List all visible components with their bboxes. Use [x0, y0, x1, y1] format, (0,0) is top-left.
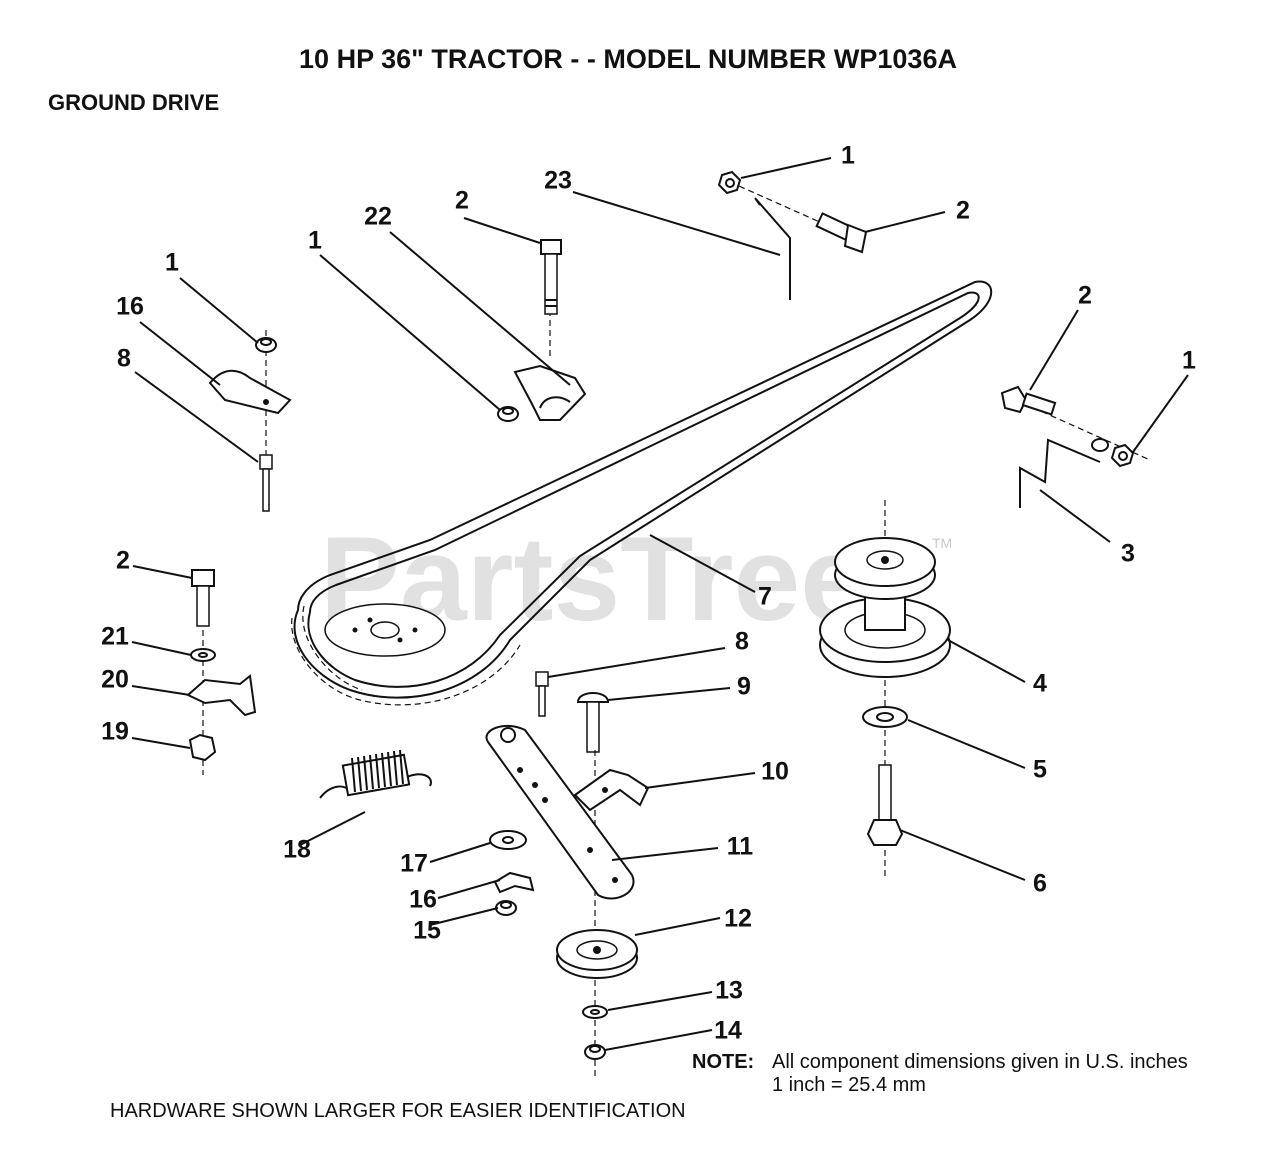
callout-2-right: 2	[1078, 282, 1092, 310]
callout-19: 19	[101, 718, 129, 746]
bracket-part-20	[186, 569, 257, 775]
page-title: 10 HP 36" TRACTOR - - MODEL NUMBER WP103…	[299, 44, 957, 74]
engine-pulley	[324, 603, 446, 657]
washer-part-21	[190, 648, 216, 662]
bolt-part-2-middle	[540, 239, 562, 315]
rod-part-23	[717, 170, 868, 300]
callout-1-top: 1	[841, 142, 855, 170]
double-pulley-part-4	[819, 500, 951, 880]
callout-2-upper-middle: 2	[455, 187, 469, 215]
callout-16-upper: 16	[116, 293, 144, 321]
callout-8-upper: 8	[117, 345, 131, 373]
callout-8-middle: 8	[735, 628, 749, 656]
nut-part-1-left	[255, 337, 277, 353]
callout-11: 11	[727, 833, 754, 861]
callout-15: 15	[413, 917, 441, 945]
clip-part-16-lower	[493, 871, 535, 894]
washer-part-5	[862, 706, 908, 728]
callout-22: 22	[364, 203, 392, 231]
nut-part-1-top	[717, 170, 742, 195]
callout-23: 23	[544, 167, 572, 195]
rod-part-3	[1000, 385, 1151, 508]
watermark-trademark: TM	[932, 535, 952, 551]
carriage-bolt-part-9	[576, 692, 610, 753]
bracket-part-10	[573, 768, 650, 812]
callouts: 1 2 23 2 22 1 1 16 8 2 1 3 7 4 2 21 20 1…	[101, 142, 1196, 1045]
section-title: GROUND DRIVE	[48, 90, 219, 115]
nut-part-15	[495, 900, 517, 916]
idler-arm-part-11	[485, 724, 635, 900]
callout-7: 7	[758, 583, 772, 611]
callout-18: 18	[283, 836, 311, 864]
bolt-part-2-lower-left	[191, 569, 215, 627]
spring-part-18	[319, 749, 432, 799]
callout-2-lower-left: 2	[116, 547, 130, 575]
bolt-part-8-middle	[535, 671, 549, 717]
callout-16-lower: 16	[409, 886, 437, 914]
bolt-part-2-right	[1000, 385, 1057, 416]
callout-1-upper-left: 1	[165, 249, 179, 277]
note-conversion: 1 inch = 25.4 mm	[772, 1074, 926, 1096]
footer-hardware-note: HARDWARE SHOWN LARGER FOR EASIER IDENTIF…	[110, 1100, 686, 1122]
callout-12: 12	[724, 905, 752, 933]
bolt-part-2-top	[815, 212, 868, 254]
bracket-part-22	[497, 239, 587, 422]
callout-20: 20	[101, 666, 129, 694]
callout-14: 14	[714, 1017, 742, 1045]
idler-pulley-part-12	[556, 929, 638, 979]
callout-1-right: 1	[1182, 347, 1196, 375]
bolt-part-6	[866, 764, 904, 846]
callout-9: 9	[737, 673, 751, 701]
callout-21: 21	[101, 623, 129, 651]
callout-1-upper-middle: 1	[308, 227, 322, 255]
bolt-part-8-left	[259, 454, 273, 512]
callout-5: 5	[1033, 756, 1047, 784]
leader-lines	[131, 157, 1189, 1051]
washer-part-13	[582, 1005, 608, 1019]
callout-2-top: 2	[956, 197, 970, 225]
callout-6: 6	[1033, 870, 1047, 898]
nut-part-19	[188, 733, 217, 762]
callout-10: 10	[761, 758, 789, 786]
washer-part-17	[489, 830, 527, 850]
bracket-part-16-top	[208, 330, 292, 512]
callout-17: 17	[400, 850, 428, 878]
callout-3: 3	[1121, 540, 1135, 568]
nut-part-14	[584, 1044, 606, 1060]
note-dimensions: All component dimensions given in U.S. i…	[772, 1051, 1188, 1073]
note-label: NOTE:	[692, 1051, 754, 1073]
callout-4: 4	[1033, 670, 1047, 698]
v-belt-part-7	[291, 280, 993, 706]
nut-part-1-middle	[497, 406, 519, 422]
nut-part-1-right	[1110, 443, 1135, 468]
callout-13: 13	[715, 977, 743, 1005]
